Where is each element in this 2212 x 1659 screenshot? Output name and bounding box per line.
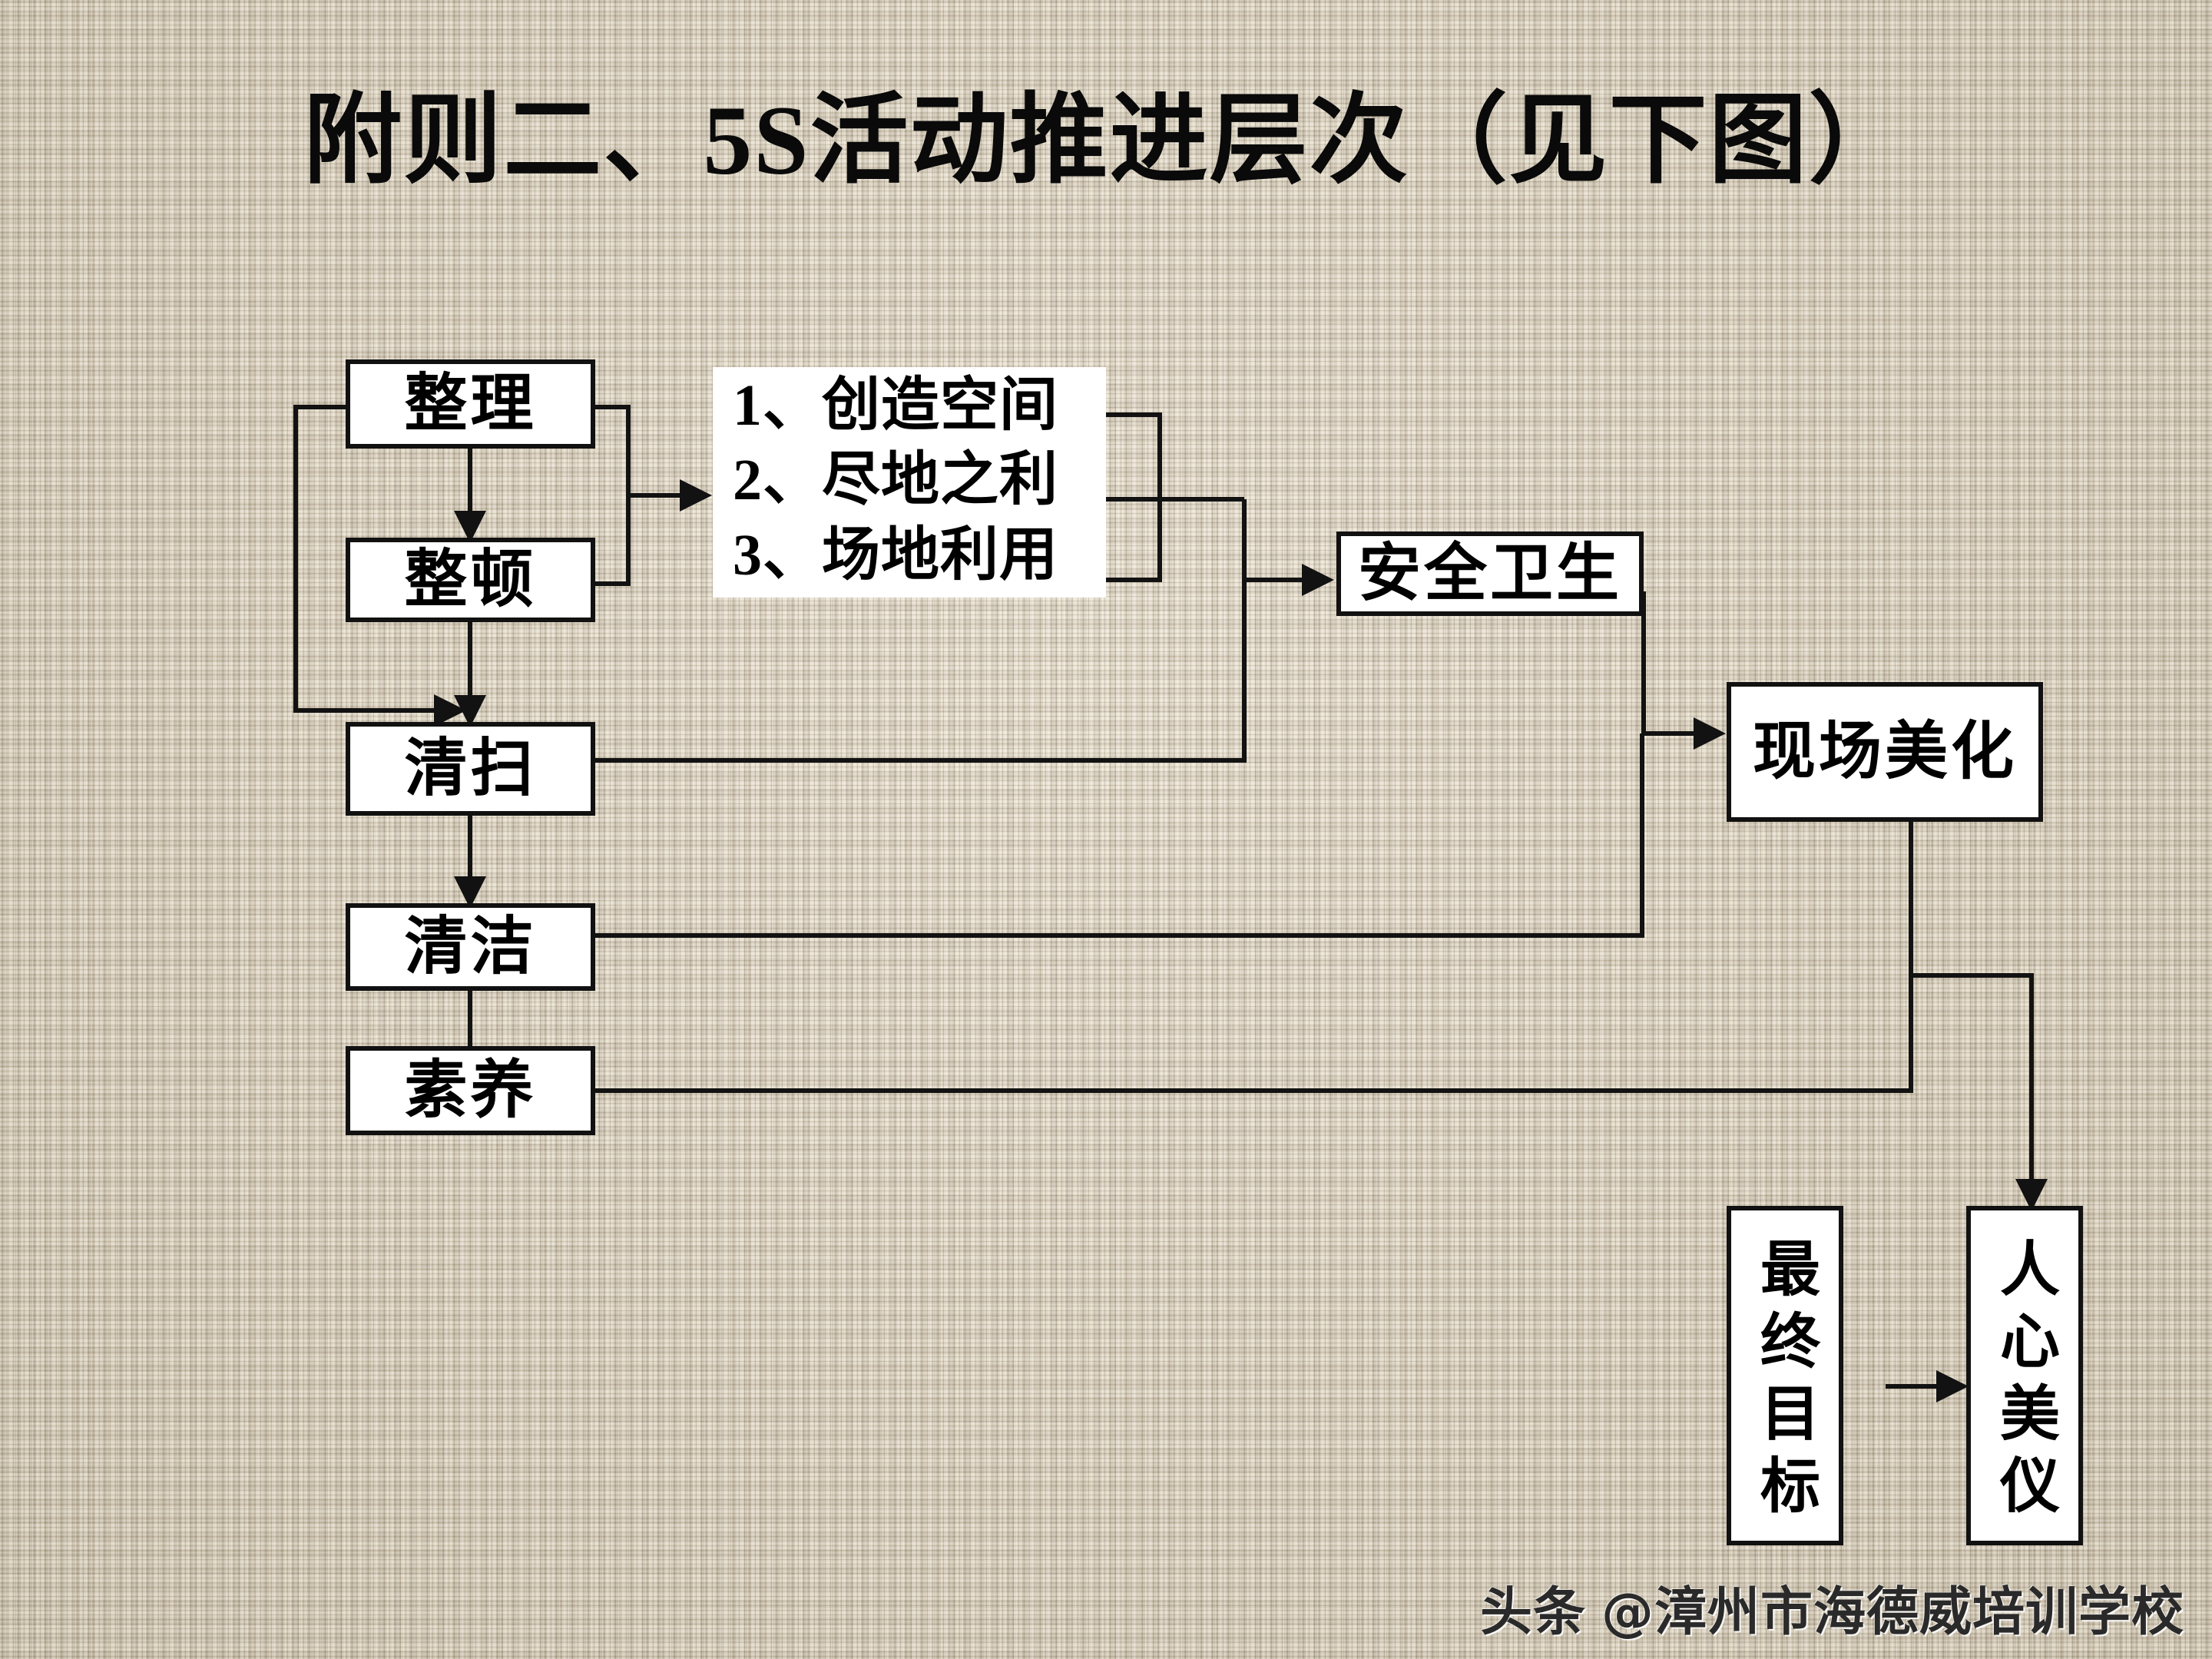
node-set-in-order-label: 整顿: [404, 544, 537, 614]
node-site-beautification[interactable]: 现场美化: [1727, 682, 2043, 822]
connector-sort-bypass-to-sweep: [293, 405, 466, 727]
node-safety-hygiene[interactable]: 安全卫生: [1336, 531, 1644, 616]
node-safety-hygiene-label: 安全卫生: [1357, 538, 1622, 608]
connector-list-to-safety: [1242, 499, 1334, 596]
node-final-goal-label: 最终目标: [1751, 1237, 1819, 1526]
node-clean-label: 清洁: [404, 911, 537, 982]
page-title: 附则二、5S活动推进层次（见下图）: [303, 86, 1909, 195]
node-clean[interactable]: 清洁: [346, 903, 595, 991]
connector-sweep-to-safety-trunk: [595, 580, 1247, 763]
benefits-panel: 1、创造空间 2、尽地之利 3、场地利用: [713, 367, 1106, 598]
node-final-goal[interactable]: 最终目标: [1727, 1206, 1843, 1545]
connector-safety-to-beautify: [1641, 591, 1726, 750]
node-discipline[interactable]: 素养: [346, 1046, 595, 1135]
node-set-in-order[interactable]: 整顿: [346, 538, 595, 622]
connector-list-row3-stub: [1106, 499, 1162, 582]
benefits-item-3: 3、场地利用: [733, 522, 1058, 588]
watermark-brand: 头条: [1479, 1582, 1586, 1643]
benefits-item-2: 2、尽地之利: [733, 448, 1058, 513]
node-site-beautification-label: 现场美化: [1752, 716, 2017, 786]
node-sort[interactable]: 整理: [346, 359, 595, 449]
connector-list-row1-stub: [1106, 412, 1162, 499]
node-beautiful-hearts[interactable]: 人心美仪: [1966, 1206, 2083, 1545]
node-discipline-label: 素养: [404, 1055, 537, 1125]
connector-discipline-to-beautify-trunk: [595, 975, 1913, 1093]
connector-sort-right-stub: [595, 405, 631, 495]
node-beautiful-hearts-label: 人心美仪: [1991, 1237, 2058, 1526]
watermark: 头条 @漳州市海德威培训学校: [1480, 1569, 2184, 1645]
node-sweep[interactable]: 清扫: [346, 722, 595, 816]
node-sweep-label: 清扫: [404, 733, 537, 803]
connector-beautify-to-hearts: [1909, 822, 2048, 1211]
benefits-item-1: 1、创造空间: [733, 373, 1058, 439]
node-sort-label: 整理: [404, 368, 537, 439]
connector-clean-to-beautify-trunk: [595, 733, 1644, 938]
connector-setinorder-right-stub: [595, 495, 631, 586]
watermark-handle: @漳州市海德威培训学校: [1601, 1582, 2184, 1643]
